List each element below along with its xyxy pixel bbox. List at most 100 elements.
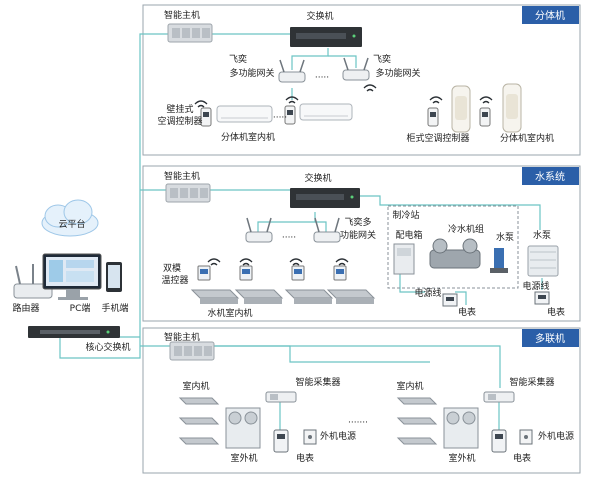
vrf-dots: ······· (348, 418, 368, 428)
distribution-cabinet-icon (393, 243, 415, 275)
vrf-outdoor-right-label: 室外机 (448, 452, 475, 464)
split-gateway-dashes: ····· (315, 73, 329, 83)
water-switch-label: 交换机 (304, 172, 331, 184)
meter-right-label: 电表 (547, 306, 565, 318)
meter-right-icon (534, 291, 550, 305)
cabinet-unit-icon-2 (502, 83, 522, 133)
vrf-power-right-label: 外机电源 (538, 430, 574, 442)
vrf-outdoor-left-label: 室外机 (230, 452, 257, 464)
vrf-collector-left-icon (265, 391, 297, 403)
pump-outside-label: 水泵 (533, 229, 551, 241)
router-label: 路由器 (12, 302, 39, 314)
vrf-indoor-right-icon (396, 397, 438, 445)
vrf-outdoor-right-icon (443, 407, 479, 449)
power-line-right-label: 电源线 (522, 280, 549, 292)
split-indoor-unit-icon (216, 105, 273, 123)
cabinet-controller-label: 柜式空调控制器 (406, 132, 469, 144)
vrf-power-left-icon (303, 429, 317, 445)
wifi-icons-water (207, 258, 349, 266)
water-gateway-dashes: ····· (282, 233, 296, 243)
fan-coil-unit-icon (190, 289, 376, 304)
power-line-left-label: 电源线 (414, 287, 441, 299)
pc-label: PC端 (70, 302, 91, 314)
vrf-meter-right-label: 电表 (513, 452, 531, 464)
router-icon (13, 264, 53, 299)
water-gateway-left-icon (245, 217, 273, 243)
vrf-indoor-right-label: 室内机 (396, 380, 423, 392)
vrf-indoor-left-label: 室内机 (182, 380, 209, 392)
vrf-collector-right-icon (483, 391, 515, 403)
chiller-label: 冷水机组 (448, 223, 484, 235)
split-host-icon (167, 23, 213, 43)
pc-icon (42, 253, 102, 300)
vrf-indoor-left-icon (178, 397, 220, 445)
cabinet-controller-icon-2 (479, 107, 491, 127)
cabinet-unit-icon (451, 85, 471, 133)
chiller-unit-icon (429, 238, 481, 269)
wall-controller-line1: 壁挂式 (166, 103, 193, 115)
pump-inside-icon (490, 248, 508, 273)
core-switch-icon (28, 326, 120, 338)
water-panel-frame (142, 165, 581, 322)
vrf-host-label: 智能主机 (164, 331, 200, 343)
split-indoor-dashes: ····· (273, 113, 287, 123)
water-header: 水系统 (535, 170, 565, 183)
split-header-bg (522, 6, 579, 24)
wall-controller-icon (200, 107, 212, 127)
water-header-bg (522, 167, 579, 185)
cloud-label: 云平台 (58, 218, 85, 230)
cooling-tower-icon (527, 245, 559, 277)
vrf-panel-frame (142, 327, 581, 474)
split-indoor-label: 分体机室内机 (221, 131, 275, 143)
thermostat-line1: 双模 (163, 263, 181, 274)
cloud-icon (41, 199, 99, 237)
vrf-collector-right-label: 智能采集器 (509, 376, 554, 388)
split-gateway-left-line1: 飞奕 (229, 53, 247, 65)
fan-coil-label: 水机室内机 (207, 307, 252, 319)
split-switch-icon (290, 27, 362, 47)
wifi-icons-split (194, 84, 493, 108)
cabinet-controller-icon (427, 107, 439, 127)
vrf-meter-left-label: 电表 (296, 452, 314, 464)
chiller-station-frame (387, 205, 519, 289)
wall-controller-line2: 空调控制器 (157, 115, 202, 127)
split-switch-label: 交换机 (306, 10, 333, 22)
vrf-header: 多联机 (535, 332, 565, 345)
meter-left-label: 电表 (458, 306, 476, 318)
split-gateway-left-icon (278, 59, 306, 83)
split-indoor-right-label: 分体机室内机 (500, 132, 554, 144)
vrf-host-icon (169, 341, 215, 361)
vrf-meter-left-icon (273, 429, 289, 453)
vrf-power-left-label: 外机电源 (320, 430, 356, 442)
wall-controller-icon-2 (284, 105, 296, 125)
water-host-label: 智能主机 (164, 170, 200, 182)
thermostat-line2: 温控器 (161, 274, 188, 286)
water-gateway-right-icon (313, 217, 341, 243)
split-gateway-right-icon (342, 57, 370, 81)
split-gateway-left-line2: 多功能网关 (229, 67, 274, 79)
phone-label: 手机端 (101, 302, 128, 314)
pump-inside-label: 水泵 (496, 231, 514, 243)
water-switch-icon (290, 188, 360, 208)
vrf-power-right-icon (519, 429, 533, 445)
split-panel-frame (142, 4, 581, 156)
thermostat-icon (197, 265, 347, 281)
split-gateway-right-line1: 飞奕 (373, 53, 391, 65)
core-switch-label: 核心交换机 (85, 341, 130, 353)
vrf-collector-left-label: 智能采集器 (295, 376, 340, 388)
vrf-header-bg (522, 329, 579, 347)
split-header: 分体机 (535, 9, 565, 22)
water-gateway-line2: 功能网关 (340, 229, 376, 241)
water-gateway-line1: 飞奕多 (344, 216, 371, 228)
meter-left-icon (442, 293, 458, 307)
split-gateway-right-line2: 多功能网关 (375, 67, 420, 79)
distribution-cabinet-label: 配电箱 (395, 229, 422, 241)
chiller-station-label: 制冷站 (392, 209, 419, 221)
vrf-meter-right-icon (491, 429, 507, 453)
phone-icon (106, 262, 122, 292)
vrf-outdoor-left-icon (225, 407, 261, 449)
network-links (59, 33, 543, 430)
water-host-icon (165, 183, 211, 203)
split-host-label: 智能主机 (164, 9, 200, 21)
